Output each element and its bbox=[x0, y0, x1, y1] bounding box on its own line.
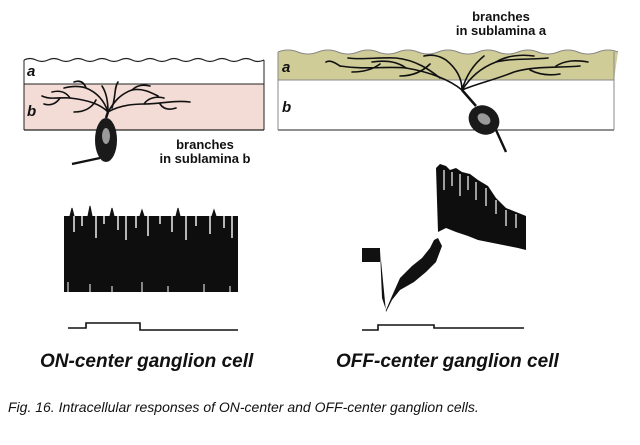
right-dendrites bbox=[325, 54, 589, 91]
right-sublamina-b-label: b bbox=[282, 99, 292, 116]
right-branch-label: branches in sublamina a bbox=[446, 10, 556, 37]
right-top-boundary bbox=[277, 49, 619, 55]
figure-caption: Fig. 16. Intracellular responses of ON-c… bbox=[8, 399, 479, 415]
left-sublamina-b-band bbox=[24, 84, 264, 130]
off-center-retina-diagram bbox=[277, 49, 619, 153]
right-sublamina-a-band bbox=[278, 50, 618, 80]
off-center-spike-trace bbox=[362, 164, 526, 312]
left-branch-label-line1: branches bbox=[176, 137, 234, 152]
on-center-title: ON-center ganglion cell bbox=[40, 351, 254, 372]
left-branch-label-line2: in sublamina b bbox=[159, 150, 251, 166]
on-center-spike-trace bbox=[62, 205, 240, 292]
right-branch-label-line2: in sublamina a bbox=[455, 22, 547, 38]
left-dendrites bbox=[41, 80, 191, 113]
left-sublamina-a-label: a bbox=[27, 63, 36, 80]
off-center-title: OFF-center ganglion cell bbox=[336, 351, 559, 372]
on-center-retina-diagram bbox=[23, 57, 265, 166]
right-sublamina-a-label: a bbox=[282, 59, 291, 76]
left-top-boundary bbox=[23, 57, 265, 63]
right-branch-label-line1: branches bbox=[472, 9, 530, 24]
on-stimulus-marker bbox=[68, 322, 238, 331]
left-branch-label: branches in sublamina b bbox=[150, 138, 260, 165]
off-stimulus-marker bbox=[362, 324, 524, 331]
left-sublamina-b-label: b bbox=[27, 103, 37, 120]
